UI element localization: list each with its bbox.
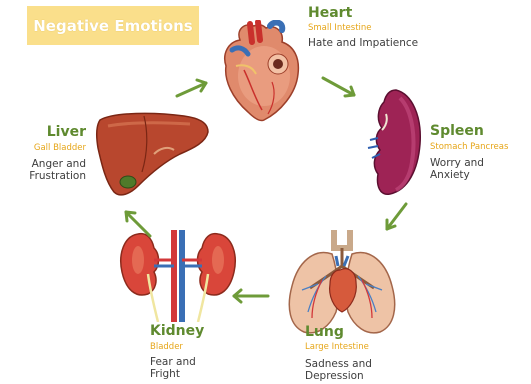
arrow-spleen-to-lung [387, 204, 406, 229]
arrow-lung-to-kidney [234, 290, 268, 302]
arrow-heart-to-spleen [323, 78, 354, 96]
arrow-kidney-to-liver [126, 212, 150, 236]
arrow-liver-to-heart [177, 80, 206, 96]
